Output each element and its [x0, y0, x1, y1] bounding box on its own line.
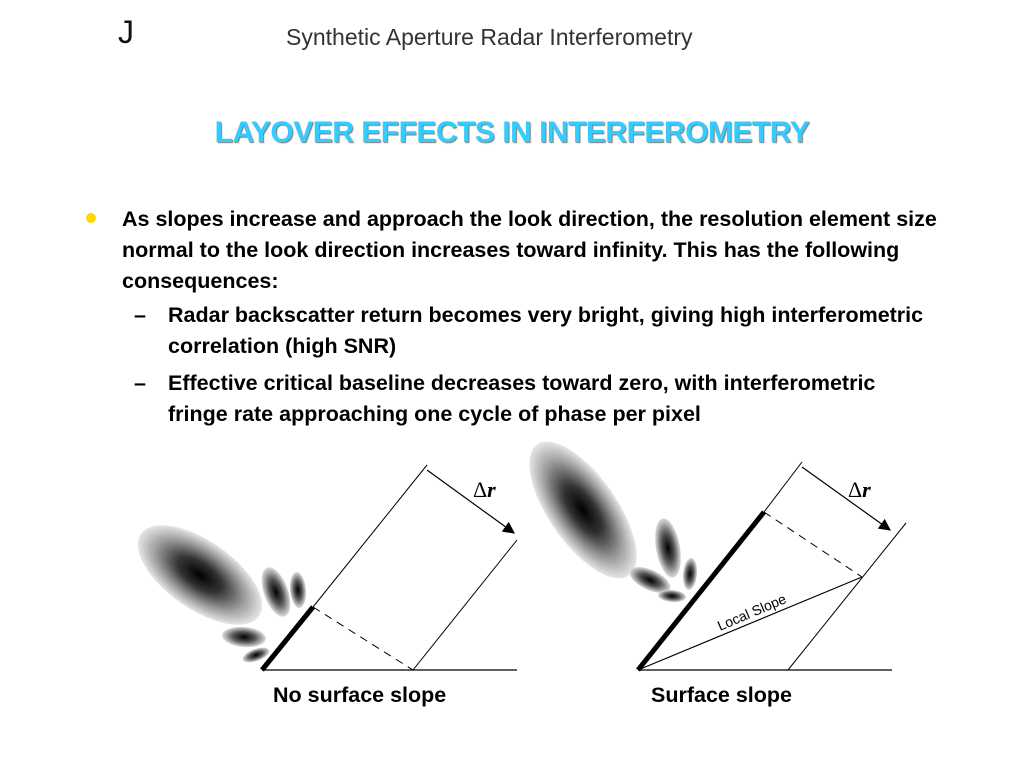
diagram-no-slope: Δr [137, 464, 518, 672]
layover-diagram: Δr Δr Local Slope [137, 441, 907, 672]
logo: J [118, 14, 134, 50]
caption-surface-slope: Surface slope [651, 683, 792, 707]
dash-icon: – [134, 371, 146, 395]
bullet-dot-icon [86, 213, 96, 223]
sub-bullet-text: Radar backscatter return becomes very br… [168, 303, 924, 358]
antenna-pattern-right [529, 441, 698, 603]
svg-text:Δr: Δr [473, 477, 496, 502]
r-variable: r [487, 477, 496, 502]
antenna-pattern-left [137, 525, 307, 663]
svg-text:Δr: Δr [848, 477, 871, 502]
dash-icon: – [134, 303, 146, 327]
header-title: Synthetic Aperture Radar Interferometry [286, 24, 693, 50]
r-variable: r [862, 477, 871, 502]
slide-title: LAYOVER EFFECTS IN INTERFEROMETRY [214, 116, 810, 149]
caption-no-slope: No surface slope [273, 683, 447, 707]
delta-symbol: Δ [473, 477, 487, 502]
diagram-surface-slope: Δr Local Slope [529, 441, 907, 672]
delta-symbol: Δ [848, 477, 862, 502]
sub-bullet-text: Effective critical baseline decreases to… [168, 371, 876, 426]
bullet-text: As slopes increase and approach the look… [122, 207, 937, 293]
